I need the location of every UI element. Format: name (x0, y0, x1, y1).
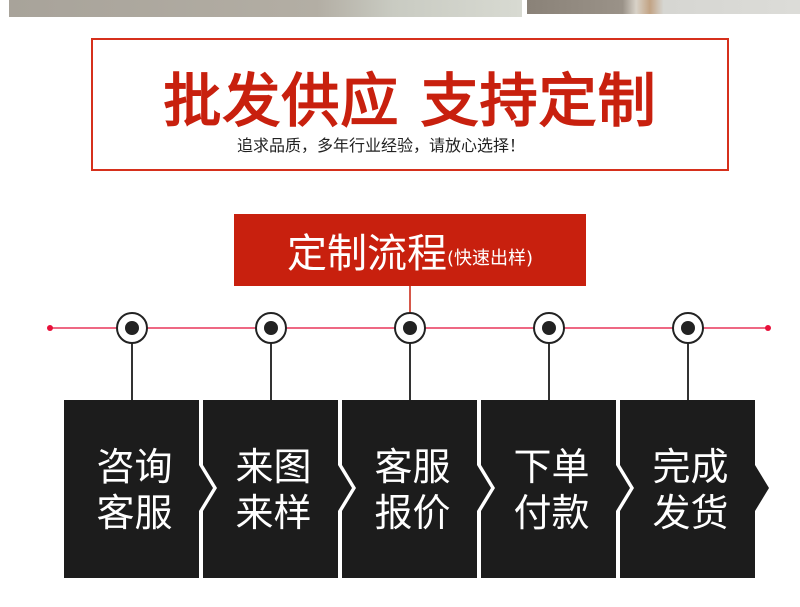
step-box (342, 400, 491, 578)
step-label-line1: 来图 (235, 445, 312, 489)
product-photo (527, 0, 800, 14)
timeline-node-dot (125, 321, 139, 335)
subtitle: 追求品质，多年行业经验，请放心选择！ (237, 136, 526, 155)
product-photo (9, 0, 522, 17)
step-label-line2: 付款 (513, 491, 590, 535)
process-subtitle: (快速出样) (446, 248, 534, 269)
step-box (203, 400, 352, 578)
step-label: 客服报价 (345, 444, 480, 536)
step-label: 下单付款 (484, 444, 619, 536)
timeline-start-dot (47, 325, 53, 331)
step-label: 来图来样 (206, 444, 341, 536)
timeline-end-dot (765, 325, 771, 331)
step-box (481, 400, 630, 578)
timeline-node-dot (403, 321, 417, 335)
timeline-node-dot (542, 321, 556, 335)
step-label: 完成发货 (623, 444, 758, 536)
step-label-line1: 咨询 (96, 445, 173, 489)
step-label-line2: 来样 (235, 491, 312, 535)
timeline-node-dot (681, 321, 695, 335)
step-label-line1: 下单 (513, 445, 590, 489)
step-label-line1: 客服 (374, 445, 451, 489)
step-label-line2: 客服 (96, 491, 173, 535)
process-banner: 定制流程(快速出样) (234, 214, 586, 286)
step-label-line2: 发货 (652, 491, 729, 535)
step-box (620, 400, 769, 578)
headline: 批发供应 支持定制 (163, 67, 657, 135)
step-label-line2: 报价 (374, 491, 451, 535)
timeline-node-dot (264, 321, 278, 335)
step-label-line1: 完成 (652, 445, 729, 489)
step-label: 咨询客服 (67, 444, 202, 536)
step-box (64, 400, 213, 578)
headline-box: 批发供应 支持定制 追求品质，多年行业经验，请放心选择！ (91, 38, 729, 171)
process-title: 定制流程 (286, 231, 447, 277)
